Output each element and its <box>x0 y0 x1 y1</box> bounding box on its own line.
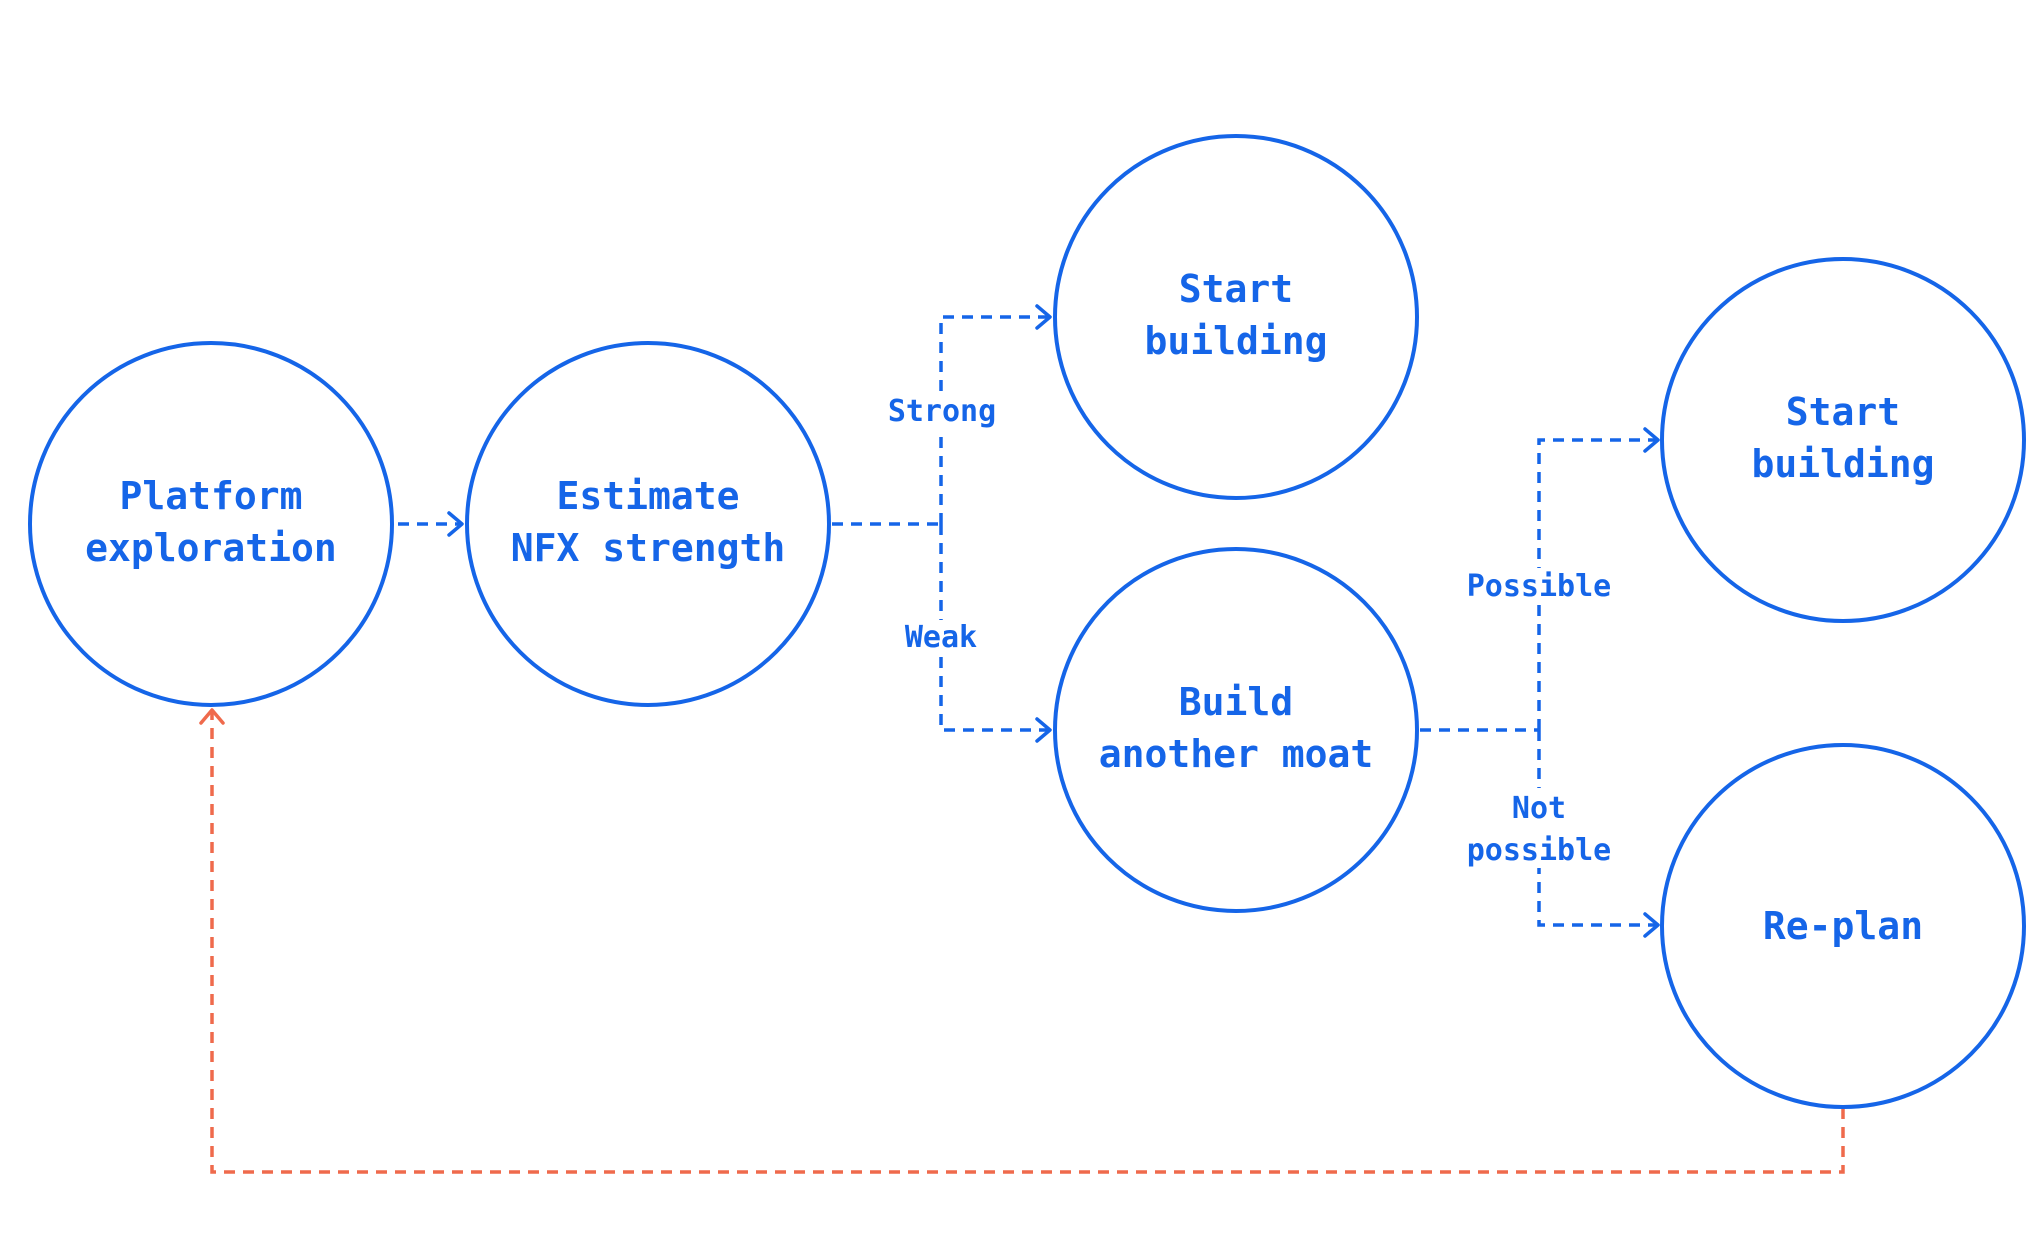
arrow-into-estimate-icon <box>447 511 464 537</box>
text-line: another moat <box>1099 732 1374 776</box>
text-line: Weak <box>905 620 977 655</box>
arrow-into-start-building-1-icon <box>1035 304 1052 330</box>
text-line: Build <box>1179 680 1293 724</box>
node-build-moat: Build another moat <box>1053 547 1419 913</box>
arrow-into-replan-icon <box>1643 912 1660 938</box>
text-line: Re-plan <box>1763 904 1923 948</box>
connector-replan-feedback <box>210 712 1845 1174</box>
node-replan: Re-plan <box>1660 743 2026 1109</box>
text-line: Start <box>1786 390 1900 434</box>
node-label-platform-exploration: Platform exploration <box>85 474 337 570</box>
arrow-into-exploration-icon <box>199 708 225 725</box>
text-line: exploration <box>85 526 337 570</box>
connector-possible-branch <box>1537 438 1656 730</box>
edge-labels: Strong Weak Possible Not possible <box>888 394 1611 868</box>
arrow-into-start-building-2-icon <box>1643 427 1660 453</box>
text-line: Estimate <box>556 474 739 518</box>
text-line: Start <box>1179 267 1293 311</box>
node-circle-build-moat <box>1053 547 1419 913</box>
edge-label-strong: Strong <box>888 394 996 429</box>
node-circle-replan <box>1660 743 2026 1109</box>
node-circle-platform-exploration <box>28 341 394 707</box>
node-circle-start-building-1 <box>1053 134 1419 500</box>
node-circle-estimate-nfx <box>465 341 831 707</box>
text-line: Possible <box>1467 569 1612 604</box>
node-label-start-building-1: Start building <box>1144 267 1327 363</box>
edge-label-possible: Possible <box>1467 569 1612 604</box>
edge-label-weak: Weak <box>905 620 977 655</box>
edge-label-not-possible: Not possible <box>1467 791 1612 868</box>
text-line: possible <box>1467 833 1612 868</box>
label-bg-weak <box>898 620 984 656</box>
node-start-building-1: Start building <box>1053 134 1419 500</box>
node-label-start-building-2: Start building <box>1751 390 1934 486</box>
node-start-building-2: Start building <box>1660 257 2026 623</box>
text-line: Not <box>1512 791 1566 826</box>
label-bg-strong <box>880 394 1002 430</box>
label-bg-possible <box>1460 568 1618 604</box>
text-line: NFX strength <box>511 526 786 570</box>
text-line: building <box>1144 319 1327 363</box>
node-label-replan: Re-plan <box>1763 904 1923 948</box>
edge-label-backgrounds <box>880 394 1618 868</box>
label-bg-not-possible <box>1460 788 1618 868</box>
node-label-build-moat: Build another moat <box>1099 680 1374 776</box>
text-line: Strong <box>888 394 996 429</box>
node-platform-exploration: Platform exploration <box>28 341 394 707</box>
text-line: Platform <box>119 474 302 518</box>
node-circle-start-building-2 <box>1660 257 2026 623</box>
text-line: building <box>1751 442 1934 486</box>
arrow-into-build-moat-icon <box>1035 717 1052 743</box>
connectors <box>199 304 1845 1174</box>
